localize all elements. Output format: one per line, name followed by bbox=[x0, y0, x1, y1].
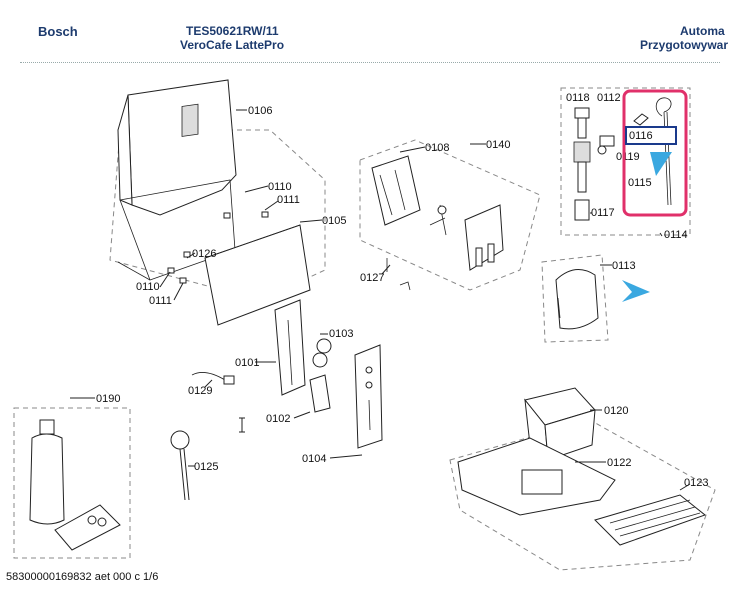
pin-0127 bbox=[386, 258, 411, 291]
clip-0110-b bbox=[167, 267, 175, 274]
label-0140: 0140 bbox=[486, 139, 510, 151]
clip-0111 bbox=[261, 211, 269, 218]
label-0108: 0108 bbox=[425, 142, 449, 154]
knobs-0103 bbox=[312, 338, 332, 368]
label-0125: 0125 bbox=[194, 461, 218, 473]
label-0122: 0122 bbox=[607, 457, 631, 469]
label-0110: 0110 bbox=[268, 181, 292, 193]
valve-0119 bbox=[597, 135, 615, 155]
label-0104: 0104 bbox=[302, 453, 326, 465]
text-cursor-icon bbox=[239, 417, 245, 433]
label-0190: 0190 bbox=[96, 393, 120, 405]
label-0123: 0123 bbox=[684, 477, 708, 489]
label-0117: 0117 bbox=[591, 207, 615, 219]
label-0106: 0106 bbox=[248, 105, 272, 117]
clip-0111-b bbox=[179, 277, 187, 284]
blue-arrow-icon bbox=[622, 280, 650, 302]
label-0119: 0119 bbox=[616, 151, 640, 163]
measuring-spoon-0125 bbox=[170, 430, 190, 501]
label-0129: 0129 bbox=[188, 385, 212, 397]
group-0114-outline bbox=[560, 87, 691, 236]
label-0115: 0115 bbox=[628, 177, 652, 189]
clip-0126 bbox=[183, 251, 191, 258]
clip-0110 bbox=[223, 212, 231, 219]
label-0114: 0114 bbox=[664, 229, 688, 241]
selection-box-0116[interactable] bbox=[625, 126, 677, 145]
drip-grate-0123 bbox=[594, 494, 707, 546]
product-name: VeroCafe LattePro bbox=[180, 38, 285, 52]
model-number: TES50621RW/11 bbox=[186, 24, 279, 38]
label-0110-b: 0110 bbox=[136, 281, 160, 293]
cover-0113 bbox=[555, 269, 599, 330]
front-panel-0104 bbox=[354, 344, 383, 449]
label-0116: 0116 bbox=[629, 130, 653, 142]
spout-assembly bbox=[573, 107, 591, 221]
label-0112: 0112 bbox=[597, 92, 621, 104]
header-divider bbox=[20, 62, 720, 63]
section-title-line2: Przygotowywar bbox=[640, 38, 729, 52]
group-brewing-outline bbox=[359, 139, 541, 291]
label-0127: 0127 bbox=[360, 272, 384, 284]
section-title-line1: Automa bbox=[680, 24, 725, 38]
drip-tray-0122 bbox=[457, 437, 616, 516]
label-0118: 0118 bbox=[566, 92, 590, 104]
dispenser-part-0140 bbox=[464, 204, 504, 271]
cleaning-bottle-0190 bbox=[29, 419, 121, 551]
group-housing-outline bbox=[109, 129, 326, 301]
label-0102: 0102 bbox=[266, 413, 290, 425]
cable-0129 bbox=[191, 372, 235, 385]
rear-panel-0106 bbox=[117, 79, 237, 281]
pointer-arrow-icon bbox=[650, 152, 672, 176]
label-0111-b: 0111 bbox=[149, 295, 172, 307]
label-0103: 0103 bbox=[329, 328, 353, 340]
brew-unit-0108 bbox=[371, 155, 421, 226]
label-0111: 0111 bbox=[277, 194, 300, 206]
document-code: 58300000169832 aet 000 c 1/6 bbox=[6, 571, 159, 583]
label-0126: 0126 bbox=[192, 248, 216, 260]
group-0190-outline bbox=[13, 407, 131, 559]
buttons-0102 bbox=[309, 374, 331, 413]
brand-name: Bosch bbox=[38, 24, 78, 39]
highlight-frame bbox=[622, 89, 688, 217]
label-0105: 0105 bbox=[322, 215, 346, 227]
control-board-0101 bbox=[274, 299, 306, 396]
small-part-cluster bbox=[429, 204, 447, 236]
label-0113: 0113 bbox=[612, 260, 636, 272]
label-0101: 0101 bbox=[235, 357, 259, 369]
label-0120: 0120 bbox=[604, 405, 628, 417]
group-0113-outline bbox=[541, 254, 609, 343]
side-panel-0105 bbox=[204, 224, 311, 326]
